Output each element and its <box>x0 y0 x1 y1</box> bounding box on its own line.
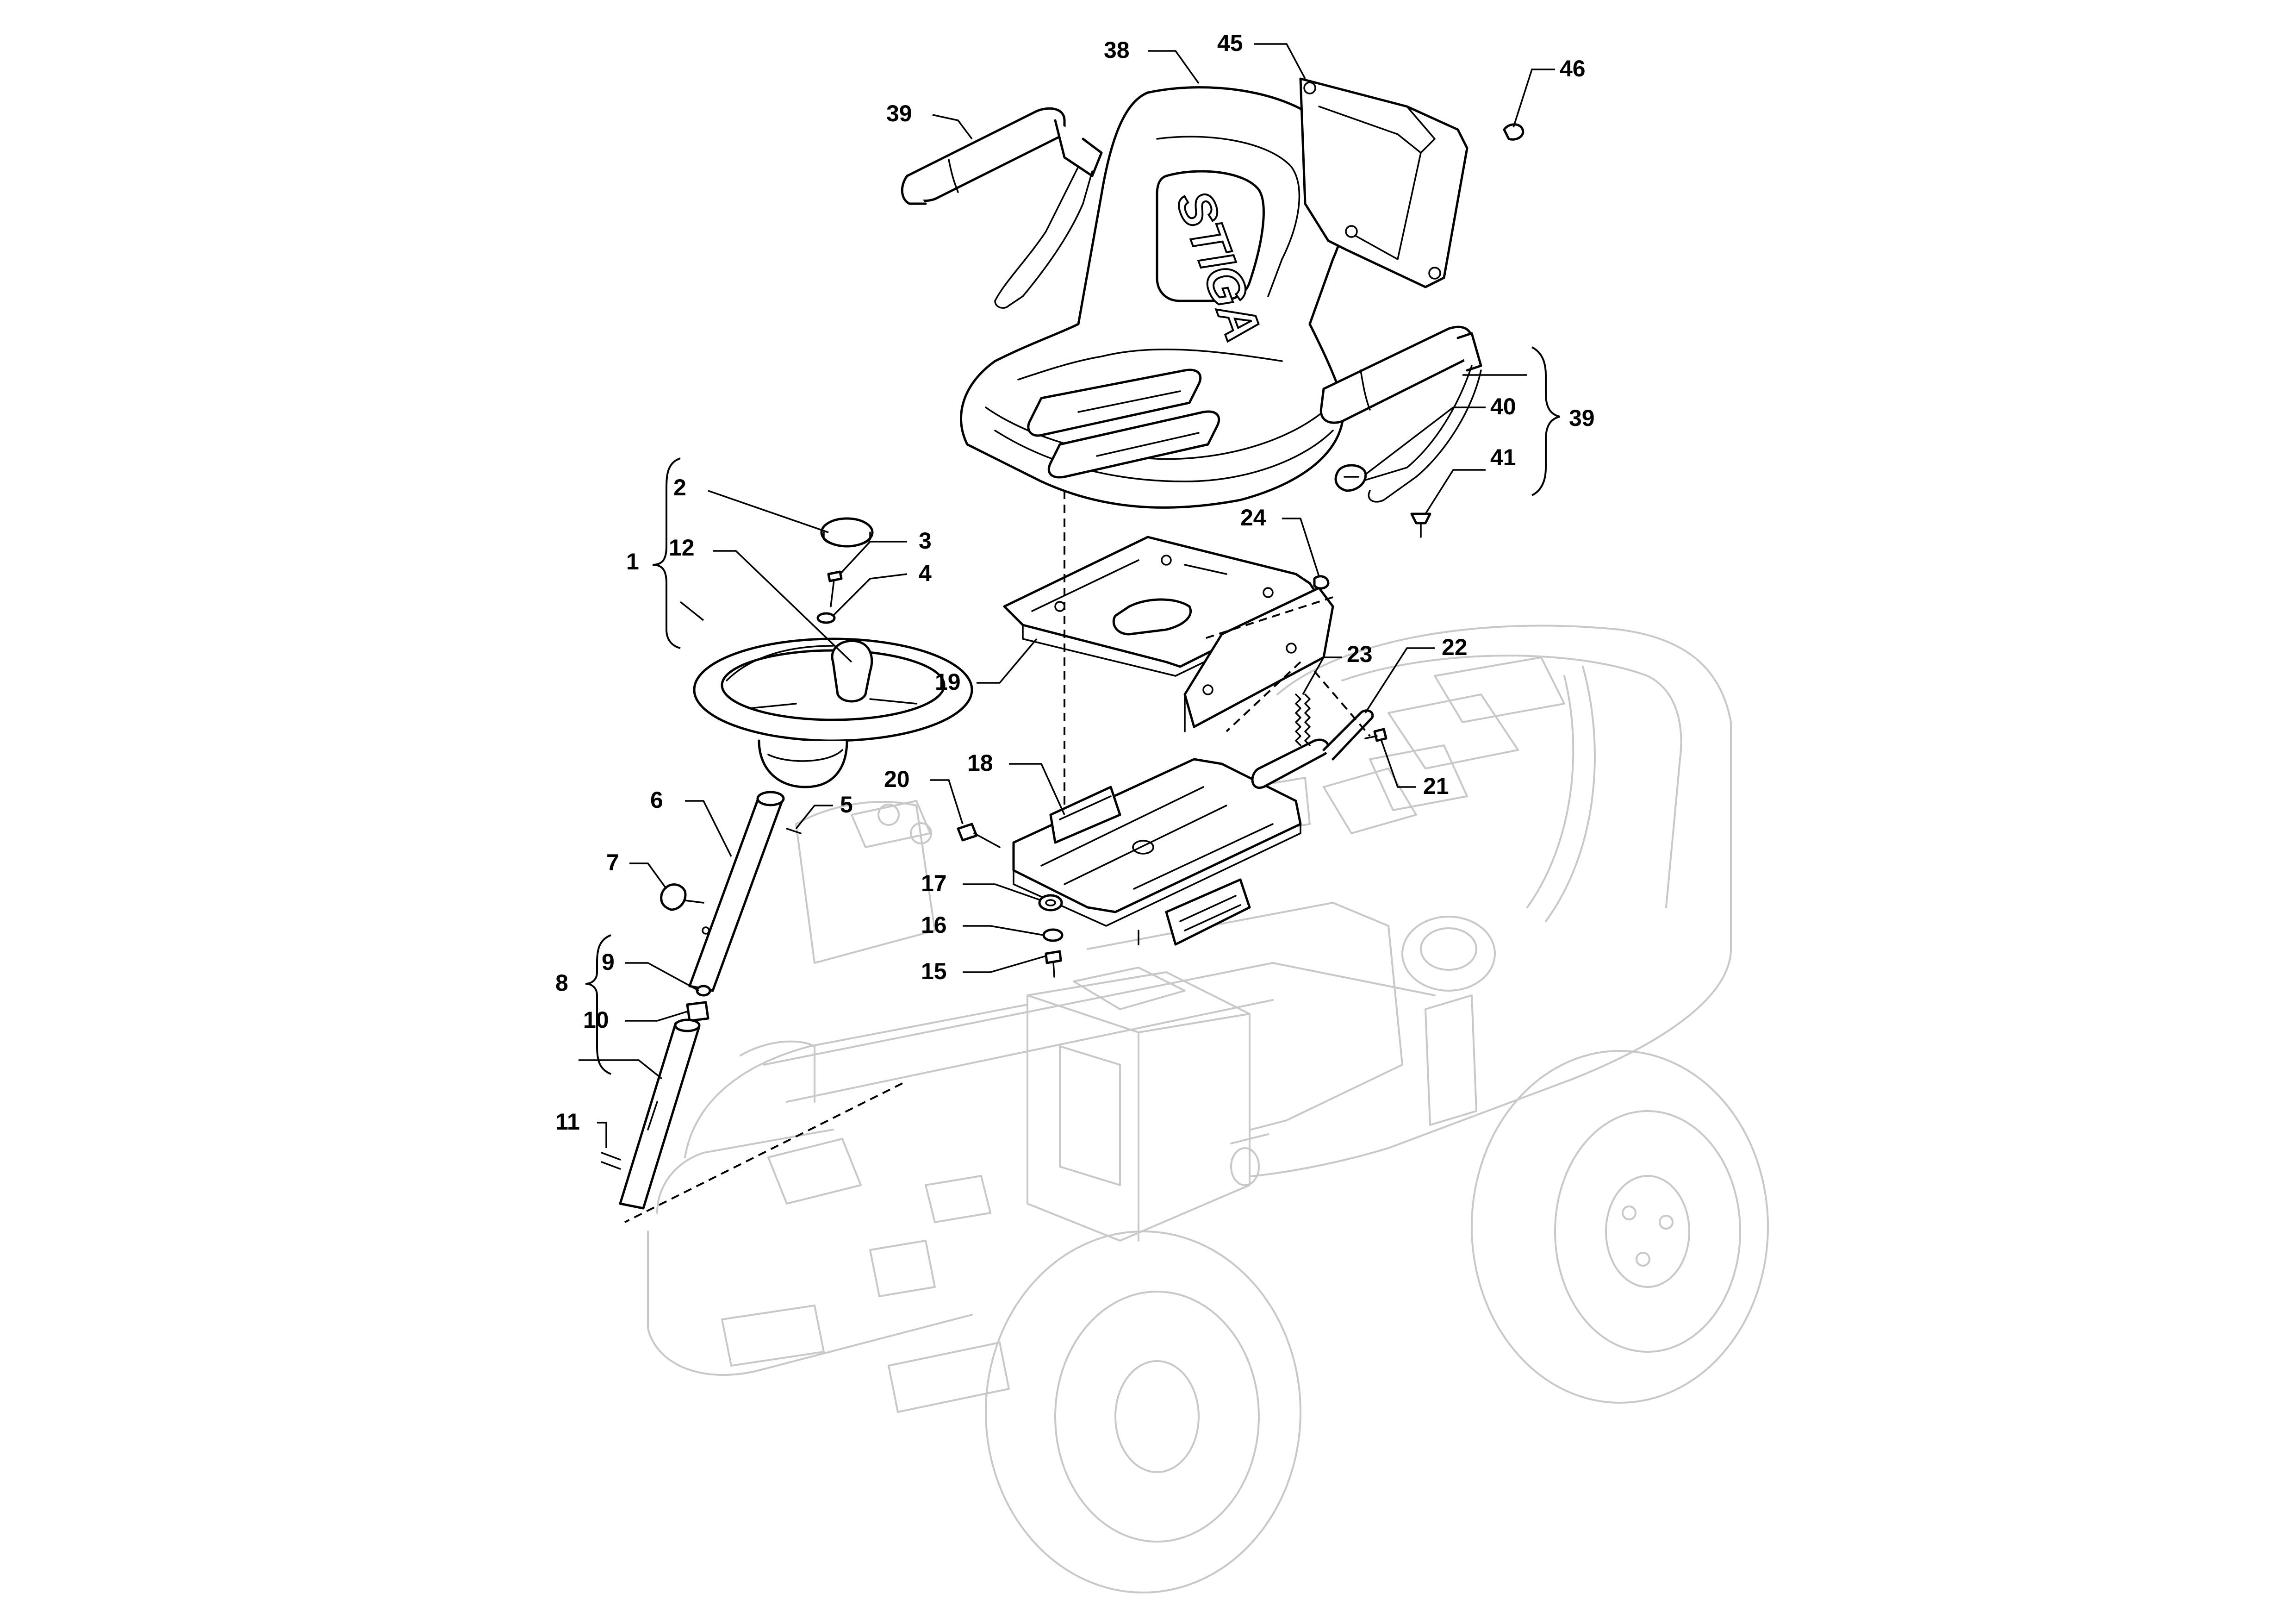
callout-labels: 1 2 3 4 5 6 7 8 9 10 11 12 15 16 17 18 1… <box>555 30 1595 1135</box>
bushing-9 <box>696 985 711 997</box>
callout-18: 18 <box>967 750 993 776</box>
armrest-left <box>901 107 1103 309</box>
callout-5: 5 <box>840 792 853 818</box>
spring-23 <box>1295 693 1311 746</box>
callout-45: 45 <box>1217 30 1243 56</box>
roll-pin-5 <box>786 828 802 834</box>
callout-11: 11 <box>555 1109 580 1135</box>
callout-9: 9 <box>602 949 615 975</box>
callout-22: 22 <box>1442 634 1468 660</box>
callout-20: 20 <box>884 766 910 792</box>
callout-6: 6 <box>650 787 663 813</box>
coupling-10 <box>686 1001 709 1022</box>
braces <box>585 346 1560 1075</box>
callout-4: 4 <box>919 560 932 586</box>
callout-38: 38 <box>1104 37 1130 63</box>
callout-39-right: 39 <box>1569 405 1595 431</box>
callout-3: 3 <box>919 528 932 554</box>
clamp-knob-7 <box>660 883 704 911</box>
armrest-right <box>1319 325 1482 503</box>
seat: STIGA <box>960 86 1349 509</box>
bolt-21 <box>1364 728 1388 742</box>
nut-24 <box>1313 575 1330 590</box>
steering-cap <box>820 517 874 548</box>
callout-19: 19 <box>935 669 961 695</box>
tractor-body-outline <box>647 625 1769 1593</box>
callout-41: 41 <box>1490 444 1516 470</box>
adjust-lever <box>1251 709 1374 789</box>
screw-41 <box>1410 512 1431 538</box>
bolt-20 <box>957 823 1001 848</box>
callout-39-left: 39 <box>886 100 912 126</box>
assembly-lines <box>624 491 1371 1223</box>
callout-15: 15 <box>921 958 947 984</box>
callout-8: 8 <box>555 970 568 996</box>
washer-4 <box>816 612 836 624</box>
washer-16 <box>1042 928 1064 942</box>
clip-40 <box>1334 464 1367 492</box>
bolt-3 <box>827 570 843 607</box>
callout-10: 10 <box>583 1007 609 1033</box>
bolt-15 <box>1045 950 1062 978</box>
callout-24: 24 <box>1240 505 1266 531</box>
callout-1: 1 <box>626 549 639 575</box>
leader-lines <box>579 43 1555 1148</box>
callout-7: 7 <box>606 849 619 875</box>
pin-11 <box>601 1152 621 1170</box>
seat-bracket-upper <box>1003 536 1334 732</box>
callout-23: 23 <box>1347 641 1373 667</box>
callout-17: 17 <box>921 870 947 896</box>
callout-12: 12 <box>669 535 695 561</box>
nut-17 <box>1038 894 1063 912</box>
screw-46 <box>1503 123 1524 141</box>
callout-2: 2 <box>673 475 686 500</box>
seat-back-panel <box>1299 77 1468 288</box>
callout-46: 46 <box>1560 56 1586 81</box>
callout-21: 21 <box>1423 773 1449 799</box>
callout-16: 16 <box>921 912 947 938</box>
seat-base-plate <box>1012 758 1302 946</box>
steering-column-upper <box>688 791 785 992</box>
steering-wheel <box>693 637 973 788</box>
steering-column-lower <box>619 1018 701 1210</box>
callout-40: 40 <box>1490 394 1516 419</box>
